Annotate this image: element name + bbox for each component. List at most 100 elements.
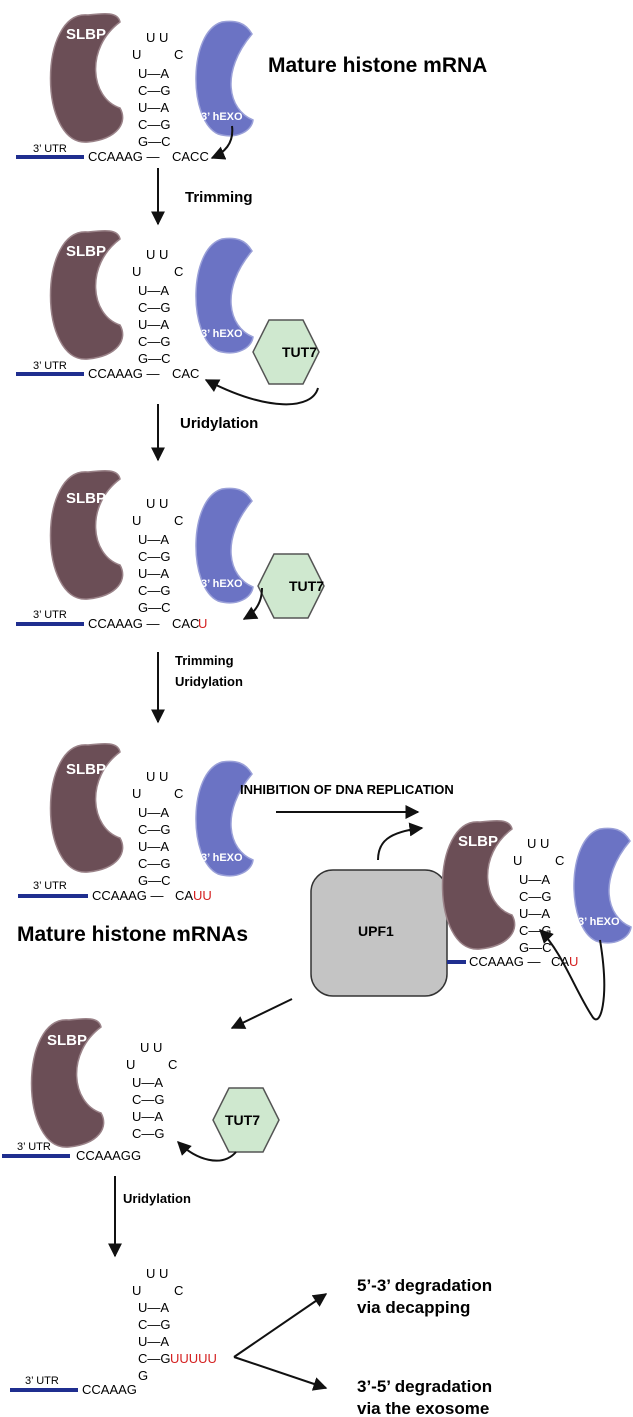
oligo-u-tail: UUUUU [170, 1351, 217, 1366]
panel-2: SLBP U U U C U—A C—G U—A C—G G—C 3’ hEXO… [16, 229, 320, 406]
added-uridine: U [569, 954, 578, 969]
slbp-protein [441, 819, 516, 950]
slbp-label: SLBP [66, 490, 106, 507]
upf1-protein [310, 869, 448, 997]
utr-label: 3’ UTR [33, 609, 67, 621]
sequence-3prime: CAC [172, 616, 199, 631]
hexo-protein [195, 237, 254, 354]
stem-pair: C—G [519, 923, 552, 938]
stem-loop-top: U U [146, 247, 168, 262]
panel-4: SLBP U U U C U—A C—G U—A C—G G—C 3’ hEXO… [17, 742, 254, 946]
slbp-label: SLBP [66, 243, 106, 260]
hexo-loop-arrow [539, 929, 606, 1021]
stem-pair: G—C [138, 600, 171, 615]
added-uridine: U [198, 616, 207, 631]
tut7-label: TUT7 [282, 344, 317, 360]
tut7-label: TUT7 [225, 1112, 260, 1128]
stem-loop-left: U [132, 513, 141, 528]
sequence-g: G [131, 1148, 141, 1163]
sequence-5prime: CCAAAG [76, 1148, 131, 1163]
sequence-5prime: CCAAAG — [92, 888, 164, 903]
stem-loop-left: U [132, 786, 141, 801]
stem-pair: C—G [138, 822, 171, 837]
hexo-label: 3’ hEXO [201, 852, 243, 864]
tut7-enzyme [252, 319, 320, 385]
stem-pair: C—G [519, 889, 552, 904]
page-title-mid: Mature histone mRNAs [17, 923, 248, 946]
slbp-protein [49, 742, 124, 873]
stem-loop-right: C [174, 264, 183, 279]
upf1-label: UPF1 [358, 923, 394, 939]
inhibition-label: INHIBITION OF DNA REPLICATION [240, 782, 454, 797]
sequence-3prime: CACC [172, 149, 209, 164]
added-uridines: UU [193, 888, 212, 903]
hexo-protein [195, 760, 254, 877]
stem-pair: C—G [138, 334, 171, 349]
stem-loop-right: C [174, 786, 183, 801]
stem-pair: U—A [138, 839, 169, 854]
hexo-protein [573, 827, 632, 944]
upf1-action-arrow [377, 822, 424, 861]
upf1-release-arrow [230, 998, 293, 1029]
slbp-label: SLBP [458, 833, 498, 850]
stem-pair: U—A [519, 906, 550, 921]
slbp-protein [49, 469, 124, 600]
stem-pair: C—G [132, 1126, 165, 1141]
panel-3: SLBP U U U C U—A C—G U—A C—G G—C 3’ hEXO… [16, 469, 325, 631]
slbp-protein [30, 1017, 105, 1148]
stem-pair: U—A [138, 100, 169, 115]
step-label-uridylation-3: Uridylation [123, 1191, 191, 1206]
step-label-uridylation-2: Uridylation [175, 674, 243, 689]
hexo-action-arrow [210, 125, 234, 160]
stem-loop-top: U U [146, 496, 168, 511]
slbp-label: SLBP [66, 761, 106, 778]
stem-loop-right: C [174, 513, 183, 528]
utr-label: 3’ UTR [25, 1375, 59, 1387]
slbp-protein [49, 229, 124, 360]
stem-loop-right: C [168, 1057, 177, 1072]
hexo-label: 3’ hEXO [201, 578, 243, 590]
stem-pair: C—G [138, 549, 171, 564]
stem-pair: U—A [519, 872, 550, 887]
stem-loop-top: U U [146, 1266, 168, 1281]
hexo-protein [195, 20, 254, 137]
sequence-3prime: CA [175, 888, 193, 903]
stem-loop-left: U [132, 47, 141, 62]
stem-pair: U—A [138, 317, 169, 332]
stem-pair: C—G [132, 1092, 165, 1107]
hexo-action-arrow [242, 587, 263, 620]
tut7-enzyme [257, 553, 325, 619]
stem-loop-left: U [513, 853, 522, 868]
stem-loop-top: U U [140, 1040, 162, 1055]
outcome-exosome-2: via the exosome [357, 1399, 489, 1417]
panel-6: SLBP U U U C U—A C—G U—A C—G TUT7 3’ UTR… [2, 1017, 280, 1163]
stem-pair: U—A [132, 1075, 163, 1090]
hexo-label: 3’ hEXO [201, 328, 243, 340]
sequence-5prime: CCAAAG [82, 1382, 137, 1397]
stem-pair: C—G [138, 83, 171, 98]
utr-label: 3’ UTR [33, 143, 67, 155]
stem-pair: U—A [138, 1300, 169, 1315]
stem-pair: U—A [138, 1334, 169, 1349]
hexo-protein [195, 487, 254, 604]
stem-pair: G—C [519, 940, 552, 955]
stem-loop-right: C [174, 1283, 183, 1298]
utr-label: 3’ UTR [33, 360, 67, 372]
fork-arrow-upper [233, 1293, 328, 1358]
stem-loop-left: U [132, 1283, 141, 1298]
stem-pair: C—G [138, 583, 171, 598]
tut7-action-arrow [204, 379, 319, 406]
page-title-top: Mature histone mRNA [268, 54, 487, 77]
stem-pair: C—G [138, 117, 171, 132]
stem-g: G [138, 1368, 148, 1383]
stem-pair: G—C [138, 873, 171, 888]
stem-pair: G—C [138, 351, 171, 366]
outcome-exosome-1: 3’-5’ degradation [357, 1377, 492, 1396]
utr-label: 3’ UTR [17, 1141, 51, 1153]
stem-loop-top: U U [527, 836, 549, 851]
stem-pair: C—G [138, 1317, 171, 1332]
outcome-decapping-1: 5’-3’ degradation [357, 1276, 492, 1295]
stem-pair: U—A [138, 566, 169, 581]
stem-pair: U—A [138, 805, 169, 820]
